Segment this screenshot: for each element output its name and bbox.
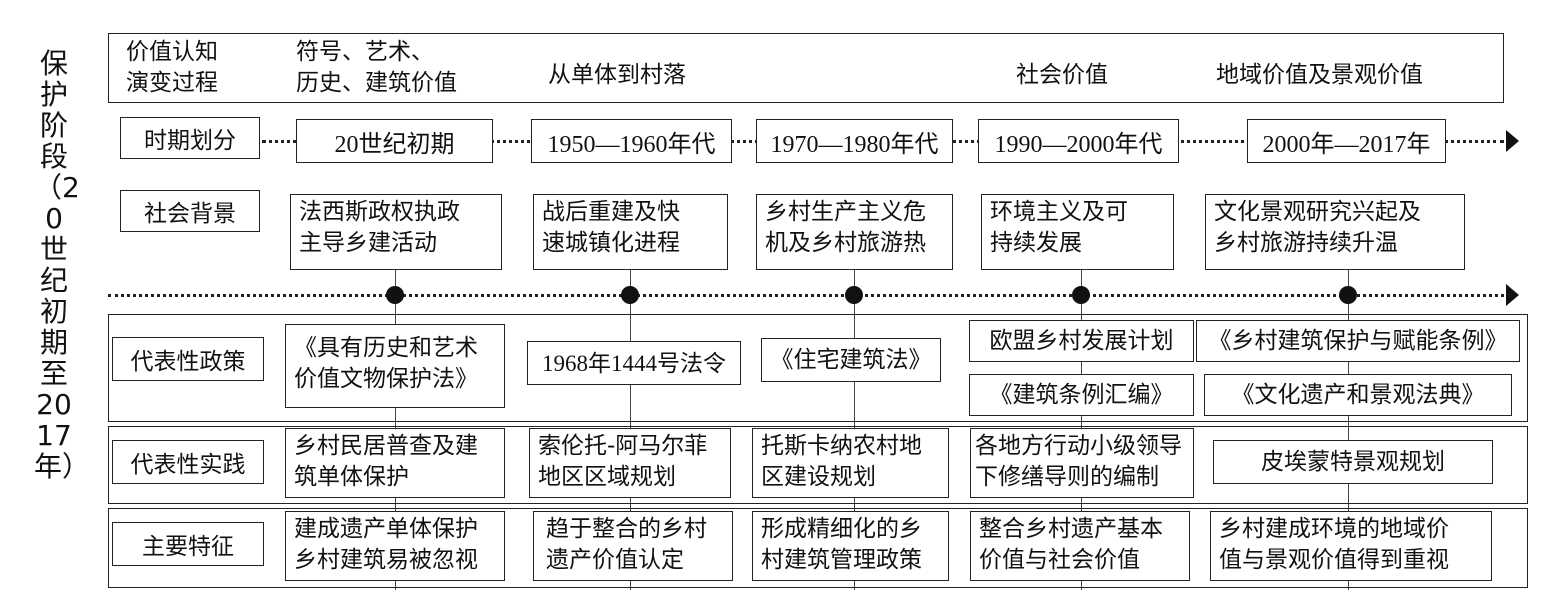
- practice-1-line2: 筑单体保护: [294, 464, 409, 490]
- period-2: 1950—1960年代: [531, 119, 732, 163]
- policy-1-line2: 价值文物保护法》: [294, 366, 478, 392]
- period-5: 2000年—2017年: [1247, 119, 1446, 163]
- connector-5: [1348, 270, 1349, 590]
- feature-5-line1: 乡村建成环境的地域价: [1219, 516, 1449, 542]
- background-4: 环境主义及可 持续发展: [981, 194, 1174, 270]
- feature-4-line1: 整合乡村遗产基本: [979, 516, 1163, 542]
- practice-5: 皮埃蒙特景观规划: [1213, 440, 1493, 484]
- background-2-line1: 战后重建及快: [542, 199, 680, 225]
- timeline-node-1: [386, 286, 404, 304]
- practice-1: 乡村民居普查及建 筑单体保护: [285, 428, 505, 498]
- header-value-1-line1: 符号、艺术、: [296, 39, 434, 65]
- feature-1: 建成遗产单体保护 乡村建筑易被忽视: [285, 511, 505, 581]
- row-label-policy: 代表性政策: [112, 337, 264, 381]
- policy-4a: 欧盟乡村发展计划: [969, 320, 1194, 362]
- period-3: 1970—1980年代: [756, 119, 953, 163]
- row-label-background: 社会背景: [120, 190, 260, 232]
- feature-5: 乡村建成环境的地域价 值与景观价值得到重视: [1210, 511, 1492, 581]
- feature-4-line2: 价值与社会价值: [979, 547, 1140, 573]
- practice-3-line1: 托斯卡纳农村地: [761, 433, 922, 459]
- background-3: 乡村生产主义危 机及乡村旅游热: [756, 194, 953, 270]
- feature-2-line2: 遗产价值认定: [546, 547, 684, 573]
- background-4-line1: 环境主义及可: [990, 199, 1128, 225]
- background-2-line2: 速城镇化进程: [542, 230, 680, 256]
- feature-band: [108, 508, 1528, 588]
- feature-3: 形成精细化的乡 村建筑管理政策: [752, 511, 949, 581]
- background-1: 法西斯政权执政 主导乡建活动: [290, 194, 502, 270]
- practice-band: [108, 426, 1528, 504]
- feature-2: 趋于整合的乡村 遗产价值认定: [533, 511, 733, 581]
- background-5: 文化景观研究兴起及 乡村旅游持续升温: [1205, 194, 1465, 270]
- row-label-period: 时期划分: [120, 117, 260, 159]
- header-value-3: 社会价值: [1016, 62, 1108, 88]
- practice-2-line1: 索伦托-阿马尔菲: [538, 433, 708, 459]
- period-arrow-icon: [1506, 130, 1519, 152]
- header-value-4: 地域价值及景观价值: [1216, 62, 1423, 88]
- policy-5a: 《乡村建筑保护与赋能条例》: [1196, 320, 1520, 362]
- header-value-2: 从单体到村落: [548, 62, 686, 88]
- background-3-line1: 乡村生产主义危: [765, 199, 926, 225]
- row-label-practice: 代表性实践: [112, 440, 264, 484]
- policy-2: 1968年1444号法令: [527, 341, 741, 385]
- policy-4b: 《建筑条例汇编》: [969, 374, 1194, 416]
- practice-2-line2: 地区区域规划: [538, 464, 676, 490]
- background-3-line2: 机及乡村旅游热: [765, 230, 926, 256]
- header-label-line1: 价值认知: [126, 39, 218, 65]
- feature-4: 整合乡村遗产基本 价值与社会价值: [970, 511, 1190, 581]
- practice-4-line1: 各地方行动小级领导: [975, 433, 1182, 459]
- background-1-line2: 主导乡建活动: [299, 230, 437, 256]
- period-1: 20世纪初期: [296, 119, 493, 163]
- timeline-node-4: [1072, 286, 1090, 304]
- practice-4-line2: 下修缮导则的编制: [975, 464, 1159, 490]
- side-title: 保护阶段（20世纪初期至2017年）: [34, 47, 91, 483]
- practice-2: 索伦托-阿马尔菲 地区区域规划: [529, 428, 731, 498]
- main-timeline: [108, 294, 1504, 297]
- background-4-line2: 持续发展: [990, 230, 1082, 256]
- main-arrow-icon: [1506, 284, 1519, 306]
- timeline-node-2: [621, 286, 639, 304]
- practice-3-line2: 区建设规划: [761, 464, 876, 490]
- feature-5-line2: 值与景观价值得到重视: [1219, 547, 1449, 573]
- value-cognition-header: [108, 33, 1504, 103]
- feature-3-line1: 形成精细化的乡: [761, 516, 922, 542]
- feature-2-line1: 趋于整合的乡村: [546, 516, 707, 542]
- background-5-line2: 乡村旅游持续升温: [1214, 230, 1398, 256]
- practice-3: 托斯卡纳农村地 区建设规划: [752, 428, 949, 498]
- row-label-feature: 主要特征: [112, 522, 264, 566]
- feature-1-line2: 乡村建筑易被忽视: [294, 547, 478, 573]
- policy-band: [108, 314, 1528, 422]
- timeline-node-3: [845, 286, 863, 304]
- practice-4: 各地方行动小级领导 下修缮导则的编制: [970, 428, 1194, 498]
- feature-3-line2: 村建筑管理政策: [761, 547, 922, 573]
- header-label-line2: 演变过程: [126, 70, 218, 96]
- background-5-line1: 文化景观研究兴起及: [1214, 199, 1421, 225]
- policy-1-line1: 《具有历史和艺术: [294, 335, 478, 361]
- policy-5b: 《文化遗产和景观法典》: [1204, 374, 1512, 416]
- period-4: 1990—2000年代: [978, 119, 1179, 163]
- policy-1: 《具有历史和艺术 价值文物保护法》: [285, 324, 505, 408]
- practice-1-line1: 乡村民居普查及建: [294, 433, 478, 459]
- background-2: 战后重建及快 速城镇化进程: [533, 194, 728, 270]
- background-1-line1: 法西斯政权执政: [299, 199, 460, 225]
- header-value-1-line2: 历史、建筑价值: [296, 70, 457, 96]
- feature-1-line1: 建成遗产单体保护: [294, 516, 478, 542]
- timeline-node-5: [1339, 286, 1357, 304]
- policy-3: 《住宅建筑法》: [761, 338, 941, 382]
